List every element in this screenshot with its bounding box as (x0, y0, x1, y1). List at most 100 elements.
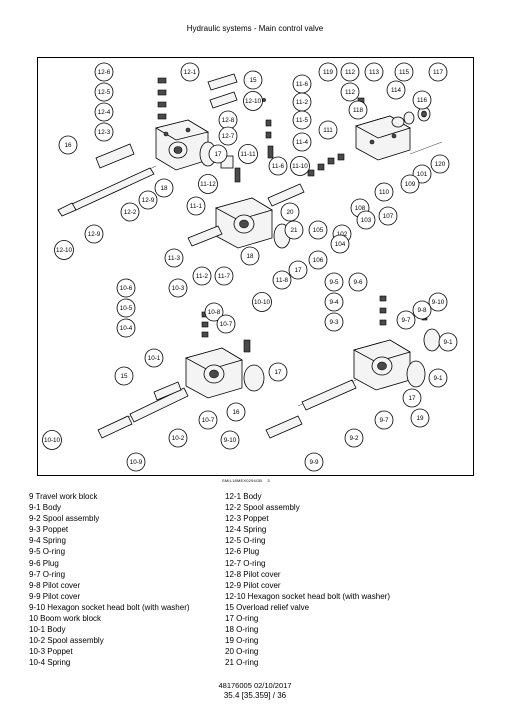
legend-item: 17 O-ring (225, 614, 259, 624)
part-callout-11-2: 11-2 (192, 266, 212, 286)
part-callout-label: 10-6 (120, 285, 133, 292)
part-callout-label: 106 (313, 257, 324, 264)
part-callout-label: 9-3 (329, 319, 339, 326)
legend-item: 9-3 Poppet (29, 525, 69, 535)
legend-item: 10-3 Poppet (29, 647, 73, 657)
part-callout-11-7: 11-7 (214, 266, 234, 286)
part-callout-109: 109 (400, 174, 420, 194)
part-callout-label: 9-10 (432, 299, 445, 306)
part-callout-11-2: 11-2 (292, 92, 312, 112)
part-callout-12-6: 12-6 (94, 62, 114, 82)
part-callout-label: 109 (405, 181, 416, 188)
part-callout-label: 9-6 (353, 279, 363, 286)
part-callout-117: 117 (428, 62, 448, 82)
block-12-relief-valve (207, 73, 266, 109)
legend-item: 12-8 Pilot cover (225, 569, 281, 579)
part-callout-10-10: 10-10 (42, 430, 62, 450)
part-callout-label: 12-4 (98, 109, 111, 116)
part-callout-9-7: 9-7 (396, 310, 416, 330)
part-callout-15: 15 (243, 70, 263, 90)
part-callout-11-5: 11-5 (292, 110, 312, 130)
part-callout-10-7: 10-7 (198, 410, 218, 430)
part-callout-103: 103 (356, 210, 376, 230)
part-callout-label: 18 (160, 185, 168, 192)
part-callout-label: 10-7 (220, 321, 233, 328)
part-callout-11-11: 11-11 (238, 144, 258, 164)
legend-item: 12-2 Spool assembly (225, 503, 300, 513)
legend-item: 9-1 Body (29, 503, 62, 513)
part-callout-label: 116 (417, 97, 428, 104)
part-callout-10-6: 10-6 (116, 278, 136, 298)
part-callout-label: 9-8 (417, 307, 427, 314)
legend-item: 9-4 Spring (29, 536, 66, 546)
part-callout-label: 9-2 (349, 435, 359, 442)
part-callout-label: 9-4 (329, 299, 339, 306)
part-callout-label: 108 (355, 205, 366, 212)
part-callout-112: 112 (340, 62, 360, 82)
part-callout-114: 114 (386, 80, 406, 100)
legend-item: 12-1 Body (225, 492, 262, 501)
part-callout-label: 9-5 (329, 279, 339, 286)
part-callout-label: 10-10 (254, 299, 271, 306)
part-callout-17: 17 (208, 144, 228, 164)
legend-item: 12-7 O-ring (225, 558, 266, 568)
part-callout-label: 17 (214, 151, 222, 158)
part-callout-label: 18 (246, 253, 254, 260)
part-callout-label: 10-7 (202, 417, 215, 424)
block-10-body (184, 347, 243, 399)
part-callout-label: 11-11 (240, 151, 256, 158)
part-callout-9-10: 9-10 (220, 430, 240, 450)
part-callout-label: 10-2 (172, 435, 185, 442)
part-callout-106: 106 (308, 250, 328, 270)
part-callout-label: 11-12 (200, 181, 216, 188)
part-callout-label: 12-7 (222, 133, 235, 140)
part-callout-label: 12-3 (98, 129, 111, 136)
part-callout-9-6: 9-6 (348, 272, 368, 292)
part-callout-label: 11-8 (276, 277, 289, 284)
part-callout-label: 9-1 (443, 339, 453, 346)
part-callout-label: 9-10 (224, 437, 237, 444)
legend-item: 10-2 Spool assembly (29, 636, 104, 646)
part-callout-11-4: 11-4 (292, 132, 312, 152)
part-callout-label: 11-6 (296, 81, 309, 88)
part-callout-label: 17 (274, 369, 282, 376)
part-callout-12-10: 12-10 (243, 91, 263, 111)
part-callout-113: 113 (364, 62, 384, 82)
part-callout-12-9: 12-9 (84, 224, 104, 244)
part-callout-label: 117 (433, 69, 444, 76)
part-callout-12-7: 12-7 (218, 126, 238, 146)
part-callout-label: 102 (337, 231, 348, 238)
block-9-spool (265, 328, 441, 439)
part-callout-label: 17 (294, 267, 302, 274)
part-callout-label: 111 (323, 127, 333, 134)
part-callout-11-10: 11-10 (290, 156, 310, 176)
part-callout-label: 112 (345, 69, 356, 76)
part-callout-label: 11-2 (296, 99, 309, 106)
part-callout-11-6: 11-6 (292, 74, 312, 94)
part-callout-12-3: 12-3 (94, 122, 114, 142)
part-callout-18: 18 (240, 246, 260, 266)
part-callout-20: 20 (280, 202, 300, 222)
part-callout-label: 9-1 (433, 375, 443, 382)
part-callout-115: 115 (394, 62, 414, 82)
part-callout-label: 9-7 (401, 317, 411, 324)
part-callout-label: 10-3 (172, 285, 185, 292)
legend-item: 19 O-ring (225, 636, 259, 646)
part-callout-label: 103 (361, 217, 372, 224)
part-callout-label: 20 (286, 209, 294, 216)
part-callout-label: 11-4 (296, 139, 309, 146)
part-callout-10-7: 10-7 (216, 314, 236, 334)
part-callout-11-1: 11-1 (186, 196, 206, 216)
part-callout-111: 111 (318, 120, 338, 140)
part-callout-12-10: 12-10 (54, 240, 74, 260)
part-callout-9-5: 9-5 (324, 272, 344, 292)
part-callout-label: 19 (416, 415, 424, 422)
part-callout-12-5: 12-5 (94, 82, 114, 102)
part-callout-9-4: 9-4 (324, 292, 344, 312)
legend-item: 12-5 O-ring (225, 536, 266, 546)
part-callout-10-4: 10-4 (116, 318, 136, 338)
block-11-body (214, 197, 273, 249)
part-callout-label: 114 (391, 87, 402, 94)
